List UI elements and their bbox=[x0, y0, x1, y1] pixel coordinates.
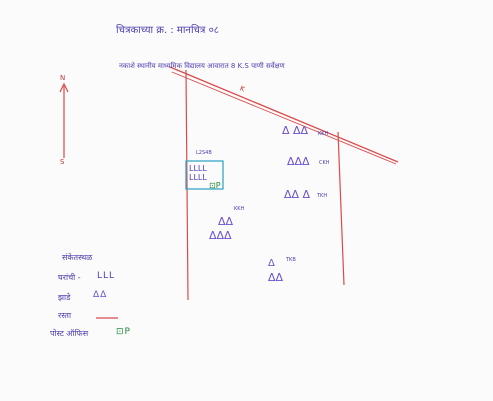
road-diagonal bbox=[169, 66, 399, 163]
post-office-label: P bbox=[215, 181, 221, 190]
block-f-label: TKB bbox=[286, 257, 296, 263]
map-title: चित्रकाच्या क्र. : मानचित्र ०८ bbox=[116, 25, 220, 36]
tree-cluster-5a: Δ bbox=[268, 258, 275, 269]
tree-cluster-5b: ΔΔ bbox=[268, 271, 284, 284]
north-arrowhead bbox=[59, 82, 69, 93]
road-diagonal-edge bbox=[171, 71, 397, 165]
compass-south-label: S bbox=[60, 158, 65, 166]
tree-cluster-4b: ΔΔΔ bbox=[209, 229, 232, 242]
compass-north-label: N bbox=[60, 74, 66, 82]
post-office-marker: ⊡P bbox=[209, 181, 221, 190]
legend-trees-symbol: ΔΔ bbox=[93, 290, 108, 300]
legend-trees-label: झाडे bbox=[58, 293, 71, 302]
building-block-outline bbox=[185, 160, 224, 190]
legend-post-office-label: पोस्ट ऑफिस bbox=[50, 329, 89, 338]
legend-houses-label: घरांची - bbox=[58, 273, 81, 282]
legend-title: संकेतस्थळ bbox=[62, 253, 93, 262]
block-a-label: L2S4B bbox=[196, 150, 212, 156]
block-d-label: CKH bbox=[319, 160, 330, 166]
legend-houses-symbol: LLL bbox=[97, 271, 116, 281]
legend-post-office-symbol: ⊡P bbox=[116, 327, 131, 337]
map-subtitle: नकाशे स्थानीय माध्यमिक विद्यालय आवारात 8… bbox=[119, 62, 285, 70]
tree-cluster-1: Δ ΔΔ bbox=[282, 124, 309, 137]
block-e-label: TKH bbox=[317, 193, 328, 199]
tree-cluster-4a: ΔΔ bbox=[218, 215, 234, 228]
road-vertical-left bbox=[185, 69, 189, 301]
tree-cluster-2: ΔΔΔ bbox=[287, 155, 310, 168]
block-b-label: KKH bbox=[318, 131, 329, 137]
road-vertical-right bbox=[337, 131, 345, 286]
legend-road-label: रस्ता bbox=[58, 311, 72, 320]
tree-cluster-3: ΔΔ Δ bbox=[284, 188, 311, 201]
block-c-label: KKH bbox=[234, 206, 245, 212]
